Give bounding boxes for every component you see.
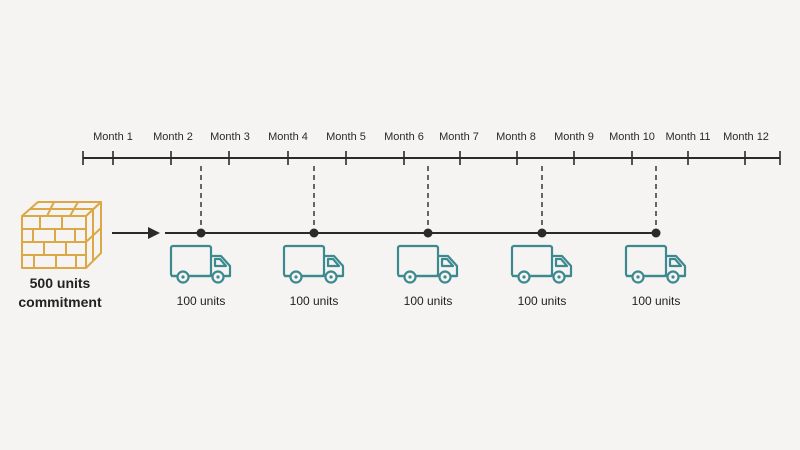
shipment-units-label: 100 units	[631, 294, 681, 308]
month-label: Month 9	[554, 131, 594, 143]
shipment-units-label: 100 units	[403, 294, 453, 308]
box-icon	[21, 201, 102, 269]
month-label: Month 3	[210, 131, 250, 143]
box-top-divider	[46, 201, 55, 217]
truck-icon	[169, 244, 232, 284]
truck-cargo	[169, 244, 213, 278]
month-axis	[82, 151, 781, 165]
truck-hub	[522, 275, 526, 279]
truck-hub	[408, 275, 412, 279]
truck-icon	[510, 244, 573, 284]
month-label: Month 12	[723, 131, 769, 143]
truck-window	[213, 257, 228, 268]
truck-hub	[216, 275, 220, 279]
month-label: Month 10	[609, 131, 655, 143]
truck-hub	[557, 275, 561, 279]
truck-cargo	[282, 244, 326, 278]
box-top-divider	[69, 201, 79, 217]
truck-icon	[282, 244, 345, 284]
truck-icon	[624, 244, 687, 284]
trucks	[169, 244, 687, 284]
truck-window	[668, 257, 683, 268]
truck-window	[440, 257, 455, 268]
truck-icon	[396, 244, 459, 284]
truck-hub	[294, 275, 298, 279]
truck-hub	[443, 275, 447, 279]
truck-cargo	[396, 244, 440, 278]
shipment-guides	[196, 166, 661, 238]
shipment-units-label: 100 units	[517, 294, 567, 308]
month-label: Month 6	[384, 131, 424, 143]
month-label: Month 1	[93, 131, 133, 143]
shipment-units-label: 100 units	[176, 294, 226, 308]
truck-hub	[329, 275, 333, 279]
truck-hub	[181, 275, 185, 279]
box-side-line	[85, 227, 102, 243]
truck-window	[554, 257, 569, 268]
truck-cargo	[624, 244, 668, 278]
arrow-right-icon	[112, 227, 160, 239]
truck-hub	[636, 275, 640, 279]
truck-cargo	[510, 244, 554, 278]
commitment-label: 500 units commitment	[5, 274, 115, 312]
arrow-head	[148, 227, 160, 239]
commitment-line1: 500 units	[29, 275, 91, 291]
shipment-units-label: 100 units	[289, 294, 339, 308]
month-label: Month 5	[326, 131, 366, 143]
commitment-line2: commitment	[18, 294, 102, 310]
month-label: Month 8	[496, 131, 536, 143]
truck-window	[326, 257, 341, 268]
truck-hub	[671, 275, 675, 279]
month-label: Month 7	[439, 131, 479, 143]
month-label: Month 11	[665, 131, 711, 143]
month-label: Month 4	[268, 131, 308, 143]
month-label: Month 2	[153, 131, 193, 143]
box-side	[85, 201, 102, 269]
